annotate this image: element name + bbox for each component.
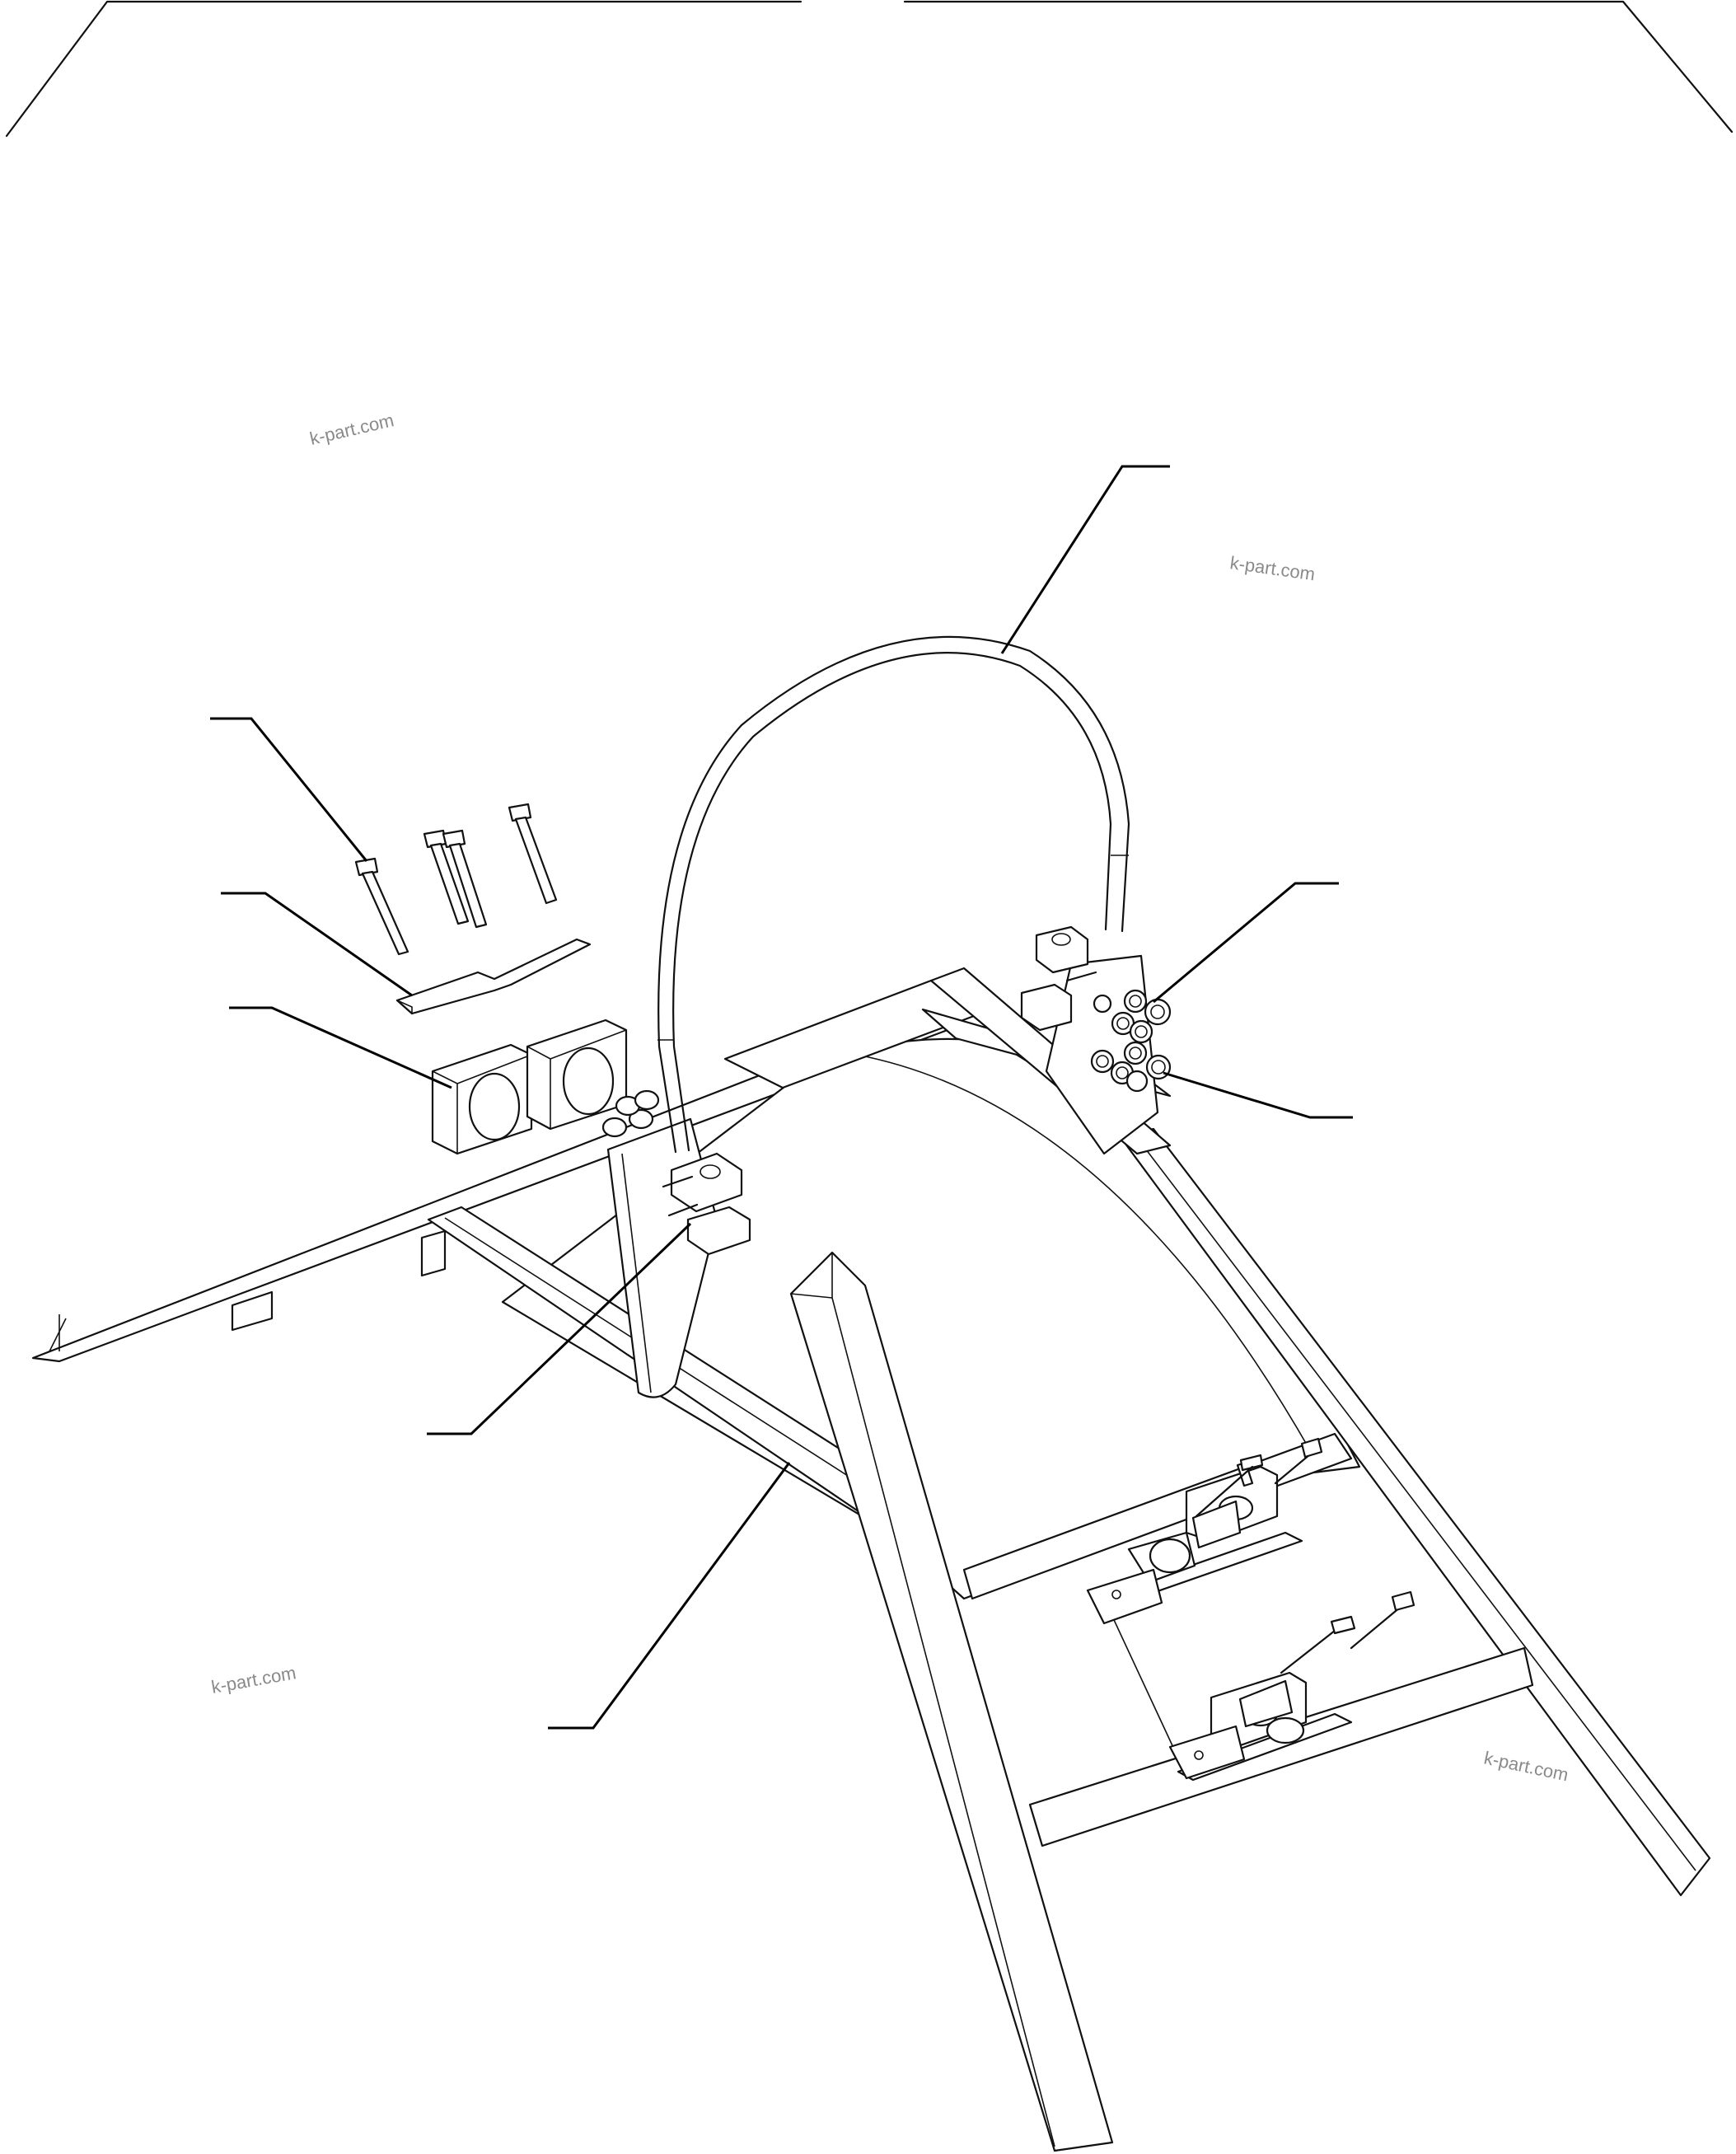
callout-clamp-blocks: [229, 1006, 452, 1089]
callout-leaders: [210, 465, 1353, 1730]
left-mount-bracket: [601, 1108, 751, 1398]
frame-assembly: [31, 967, 1711, 2152]
main-leg-tube: [789, 1251, 1114, 2152]
lower-clamp-upper: [1086, 1437, 1323, 1625]
bolt-set: [354, 803, 558, 956]
watermark-text: k-part.com: [210, 1662, 298, 1697]
watermark-text: k-part.com: [1228, 552, 1316, 584]
bolt: [442, 829, 488, 929]
clamp-blocks: [431, 1018, 660, 1155]
watermark-text: k-part.com: [308, 410, 396, 449]
right-nut-cluster: [1090, 989, 1172, 1093]
callout-bolts: [210, 717, 368, 862]
callout-left-bracket: [427, 1222, 692, 1435]
bolt: [508, 803, 558, 905]
callout-frame: [548, 1462, 791, 1730]
lower-clamp-lower: [1168, 1590, 1415, 1782]
watermark-text: k-part.com: [1482, 1747, 1570, 1785]
callout-right-hardware-lower: [1163, 1071, 1353, 1119]
callout-plate: [221, 892, 413, 997]
bolt: [423, 829, 470, 925]
bolt: [354, 857, 409, 956]
top-frame-border: [5, 0, 1734, 138]
callout-right-hardware-upper: [1153, 882, 1339, 1004]
callout-tube-arc: [1000, 465, 1170, 654]
tube-arc: [657, 635, 1130, 1154]
right-mount-bracket: [1020, 925, 1172, 1155]
retainer-plate: [395, 938, 592, 1015]
